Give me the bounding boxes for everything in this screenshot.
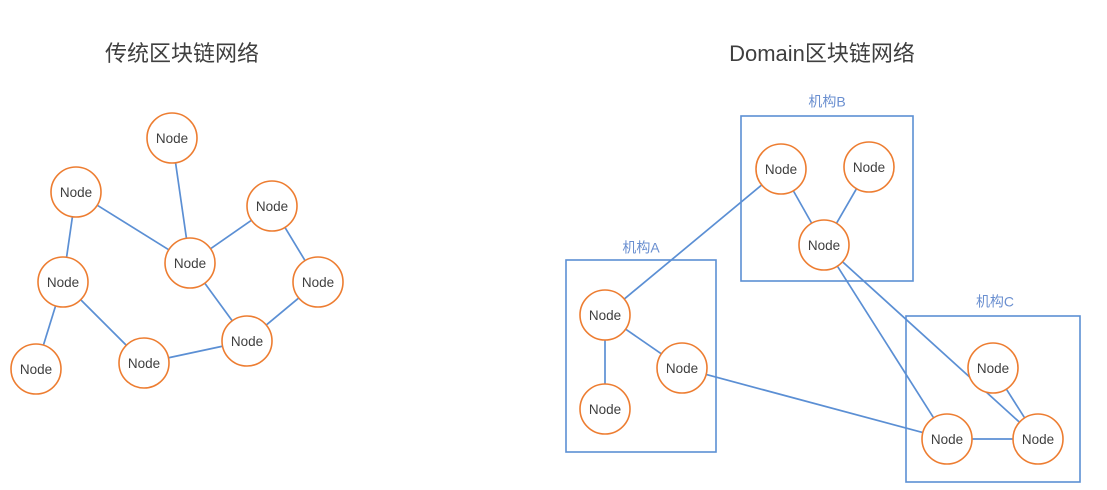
group-boundary-box xyxy=(905,315,1081,483)
left-panel-title: 传统区块链网络 xyxy=(105,41,259,66)
node-label: Node xyxy=(156,131,188,146)
network-node[interactable]: Node xyxy=(146,112,198,164)
group-label: 机构B xyxy=(808,94,845,110)
node-circle[interactable] xyxy=(221,315,273,367)
network-link xyxy=(167,345,224,359)
network-node[interactable]: Node xyxy=(967,342,1019,394)
node-label: Node xyxy=(20,362,52,377)
node-circle[interactable] xyxy=(292,256,344,308)
network-node[interactable]: Node xyxy=(921,413,973,465)
node-label: Node xyxy=(302,275,334,290)
network-node[interactable]: Node xyxy=(755,143,807,195)
node-circle[interactable] xyxy=(1012,413,1064,465)
node-circle[interactable] xyxy=(146,112,198,164)
node-label: Node xyxy=(977,361,1009,376)
network-link xyxy=(264,296,301,327)
node-circle[interactable] xyxy=(967,342,1019,394)
network-link xyxy=(79,298,128,347)
network-link xyxy=(792,189,813,225)
network-link xyxy=(42,304,57,347)
network-node[interactable]: Node xyxy=(118,337,170,389)
right-network-links xyxy=(604,183,1026,440)
network-link xyxy=(174,161,188,240)
node-label: Node xyxy=(60,185,92,200)
network-node[interactable]: Node xyxy=(37,256,89,308)
organization-group-机构B: 机构B xyxy=(740,94,914,282)
network-node[interactable]: Node xyxy=(292,256,344,308)
node-label: Node xyxy=(765,162,797,177)
network-link xyxy=(704,373,925,434)
node-circle[interactable] xyxy=(656,342,708,394)
node-circle[interactable] xyxy=(164,237,216,289)
network-link xyxy=(624,327,663,356)
node-label: Node xyxy=(256,199,288,214)
node-label: Node xyxy=(47,275,79,290)
network-node[interactable]: Node xyxy=(10,343,62,395)
node-circle[interactable] xyxy=(118,337,170,389)
network-link xyxy=(65,215,74,259)
organization-groups: 机构A 机构B 机构C xyxy=(565,94,1081,483)
network-node[interactable]: Node xyxy=(843,141,895,193)
node-circle[interactable] xyxy=(579,383,631,435)
left-network-links xyxy=(42,161,307,359)
organization-group-机构C: 机构C xyxy=(905,294,1081,483)
node-circle[interactable] xyxy=(798,219,850,271)
node-label: Node xyxy=(589,308,621,323)
node-circle[interactable] xyxy=(579,289,631,341)
group-boundary-box xyxy=(740,115,914,282)
node-circle[interactable] xyxy=(755,143,807,195)
node-label: Node xyxy=(128,356,160,371)
group-label: 机构A xyxy=(622,240,660,256)
organization-group-机构A: 机构A xyxy=(565,240,717,453)
node-label: Node xyxy=(231,334,263,349)
network-link xyxy=(622,183,764,301)
node-circle[interactable] xyxy=(50,166,102,218)
network-link xyxy=(283,226,307,262)
node-circle[interactable] xyxy=(843,141,895,193)
network-link xyxy=(835,187,858,225)
network-link xyxy=(209,219,253,250)
network-node[interactable]: Node xyxy=(164,237,216,289)
network-link xyxy=(95,203,171,252)
node-label: Node xyxy=(174,256,206,271)
node-label: Node xyxy=(666,361,698,376)
network-node[interactable]: Node xyxy=(1012,413,1064,465)
node-circle[interactable] xyxy=(246,180,298,232)
node-label: Node xyxy=(589,402,621,417)
network-node[interactable]: Node xyxy=(246,180,298,232)
node-label: Node xyxy=(1022,432,1054,447)
network-node[interactable]: Node xyxy=(221,315,273,367)
node-label: Node xyxy=(931,432,963,447)
node-label: Node xyxy=(853,160,885,175)
node-label: Node xyxy=(808,238,840,253)
network-link xyxy=(836,264,935,420)
node-circle[interactable] xyxy=(37,256,89,308)
node-circle[interactable] xyxy=(921,413,973,465)
network-node[interactable]: Node xyxy=(656,342,708,394)
node-circle[interactable] xyxy=(10,343,62,395)
network-link xyxy=(1005,387,1026,420)
network-node[interactable]: Node xyxy=(579,289,631,341)
group-label: 机构C xyxy=(976,294,1014,310)
network-node[interactable]: Node xyxy=(50,166,102,218)
network-link xyxy=(203,281,234,323)
network-node[interactable]: Node xyxy=(579,383,631,435)
network-link xyxy=(841,260,1021,424)
network-node[interactable]: Node xyxy=(798,219,850,271)
right-panel-title: Domain区块链网络 xyxy=(729,41,915,66)
group-boundary-box xyxy=(565,259,717,453)
